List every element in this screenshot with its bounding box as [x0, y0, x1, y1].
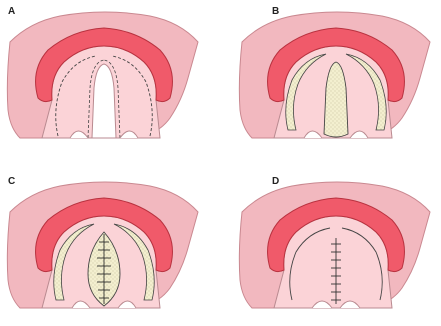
panel-letter-c: C — [8, 176, 15, 187]
panel-letter-a: A — [8, 6, 15, 17]
panel-letter-b: B — [272, 6, 279, 17]
panel-b: B — [239, 6, 430, 138]
panel-letter-d: D — [272, 176, 279, 187]
panel-c: C — [7, 176, 198, 308]
panel-d: D — [239, 176, 430, 308]
panel-a: A — [7, 6, 198, 138]
